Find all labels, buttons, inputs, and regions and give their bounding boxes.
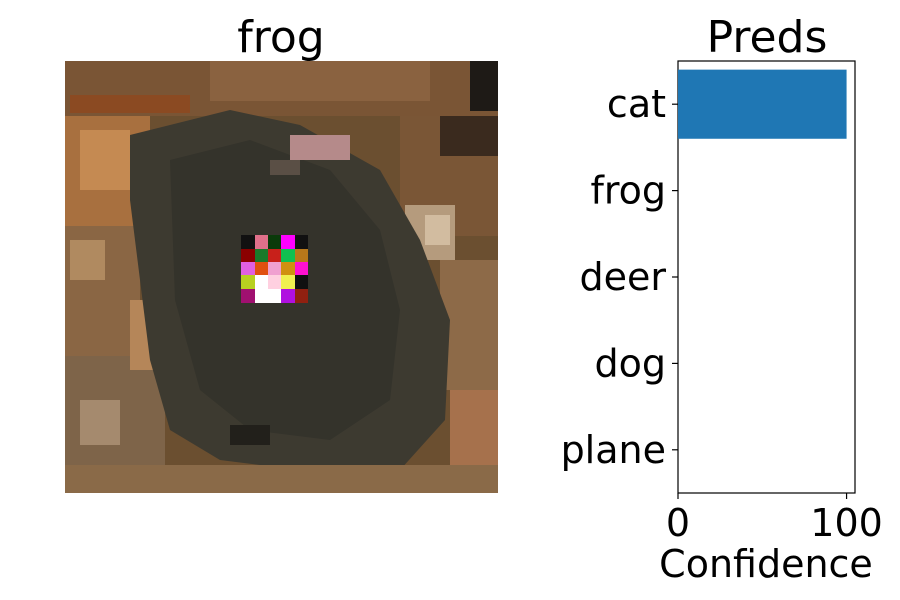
x-axis-label: Confidence	[659, 542, 873, 586]
x-tick-label: 0	[666, 501, 690, 545]
x-tick-label: 100	[810, 501, 883, 545]
image-title: frog	[237, 12, 324, 63]
frog-image	[65, 61, 498, 493]
y-tick-label-cat: cat	[607, 82, 666, 126]
y-tick-label-dog: dog	[595, 341, 667, 385]
chart-title: Preds	[707, 12, 828, 63]
y-tick-label-deer: deer	[579, 255, 666, 299]
y-tick-label-frog: frog	[590, 169, 666, 213]
y-tick-label-plane: plane	[561, 428, 666, 472]
adversarial-patch	[241, 235, 308, 303]
bar-cat	[678, 69, 847, 139]
